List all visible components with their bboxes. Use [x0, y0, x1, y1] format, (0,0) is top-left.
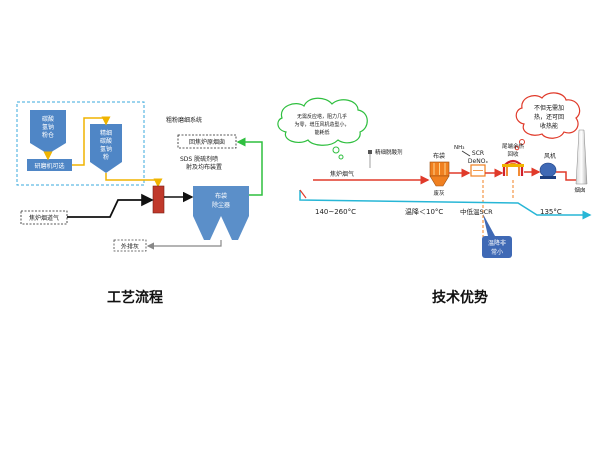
- sodium-bicarbonate-silo: 碳酸 氢钠 粉仓: [30, 110, 66, 154]
- chimney: [575, 129, 588, 185]
- cloud2-line1: 不但无需加: [534, 104, 564, 112]
- ash-box: [113, 239, 147, 252]
- desulfurizer-label: 精细脱酸剂: [375, 148, 403, 156]
- mill-label: 研磨机可选: [34, 162, 64, 170]
- scr-mid-label: 中低温SCR: [460, 207, 493, 216]
- cloud2-line3: 收热能: [540, 122, 558, 130]
- silo1-line3: 粉仓: [42, 131, 54, 139]
- silo1-line2: 氢钠: [42, 123, 54, 131]
- callout-line2: 常小: [491, 248, 503, 256]
- mill-to-silo2-arrow: [72, 116, 111, 166]
- fan-body: [539, 162, 557, 178]
- sds-label-line1: SDS 脱硫剂喷: [180, 155, 218, 163]
- return-chimney-box: [177, 134, 237, 149]
- gas-flow-seg5: [556, 171, 576, 181]
- waste-heat-exchanger: [502, 159, 524, 176]
- ash-label: 外排灰: [121, 243, 139, 251]
- cloud1-line2: 为零，增压风机造型小，: [294, 121, 349, 128]
- waste-heat-line2: 回收: [507, 150, 519, 158]
- bag-dust-collector: 布袋 除尘器: [193, 186, 249, 240]
- sds-label-line2: 射及均布装置: [186, 163, 222, 171]
- cloud1-line1: 无需反应塔，阻力几乎: [297, 113, 347, 120]
- fan-base: [540, 176, 556, 179]
- fine-bicarbonate-silo: 精细 碳酸 氢钠 粉: [90, 124, 122, 173]
- temp-in-label: 140~260°C: [315, 208, 356, 216]
- silo1-line1: 碳酸: [42, 115, 54, 123]
- tech-advantage-diagram: 无需反应塔，阻力几乎 为零，增压风机造型小， 能耗低 不但无需加 热，还可回 收…: [277, 92, 592, 258]
- waste-heat-line1: 尾端余热: [502, 142, 525, 150]
- process-flow-diagram: 碳酸 氢钠 粉仓 精细 碳酸 氢钠 粉 研磨机可选 粗粉磨细系统 回焦炉原烟囱 …: [16, 101, 263, 252]
- bag-filter-unit: [429, 161, 450, 187]
- process-flow-caption: 工艺流程: [107, 290, 163, 306]
- small-temp-drop-callout: 温降非 常小: [482, 214, 512, 258]
- collector-line2: 除尘器: [212, 201, 230, 209]
- tech-advantage-caption: 技术优势: [432, 290, 488, 306]
- fan-label: 风机: [544, 152, 556, 160]
- silo2-to-injector-arrow: [105, 173, 163, 188]
- sds-injector: [152, 185, 165, 214]
- cloud1-line3: 能耗低: [314, 129, 329, 136]
- no-heating-cloud: 不但无需加 热，还可回 收热能: [514, 92, 581, 151]
- desulfurizer-marker: [368, 150, 372, 154]
- callout-line1: 温降非: [488, 239, 506, 247]
- scr-label-line2: DeNOₓ: [468, 158, 489, 165]
- temp-drop-label: 温降＜10°C: [405, 207, 443, 216]
- collector-line1: 布袋: [215, 192, 227, 200]
- flue-gas-label: 焦炉烟道气: [29, 214, 59, 222]
- nh3-label: NH₃: [454, 145, 464, 151]
- temperature-line: [299, 190, 592, 220]
- silo2-line3: 氢钠: [100, 145, 112, 153]
- no-reactor-cloud: 无需反应塔，阻力几乎 为零，增压风机造型小， 能耗低: [277, 97, 368, 160]
- coke-gas-label: 焦炉烟气: [330, 170, 354, 178]
- temperature-start-tick: [299, 189, 307, 199]
- ash-arrow: [146, 240, 222, 250]
- silo2-line4: 粉: [103, 153, 109, 161]
- mill-box: [27, 159, 72, 171]
- silo2-line1: 精细: [100, 129, 112, 137]
- nh3-line: [461, 150, 471, 157]
- temp-out-label: 135°C: [540, 208, 562, 216]
- cloud2-line2: 热，还可回: [534, 113, 564, 121]
- return-chimney-label: 回焦炉原烟囱: [189, 138, 225, 146]
- silo2-line2: 碳酸: [100, 137, 112, 145]
- clean-gas-arrow: [236, 137, 263, 196]
- flue-gas-arrow: [67, 193, 154, 218]
- scr-label-line1: SCR: [472, 150, 484, 157]
- grind-system-label: 粗粉磨细系统: [166, 116, 202, 124]
- waste-ash-label: 废灰: [433, 189, 445, 197]
- bag-label: 布袋: [433, 152, 445, 160]
- chimney-label: 烟囱: [574, 186, 585, 194]
